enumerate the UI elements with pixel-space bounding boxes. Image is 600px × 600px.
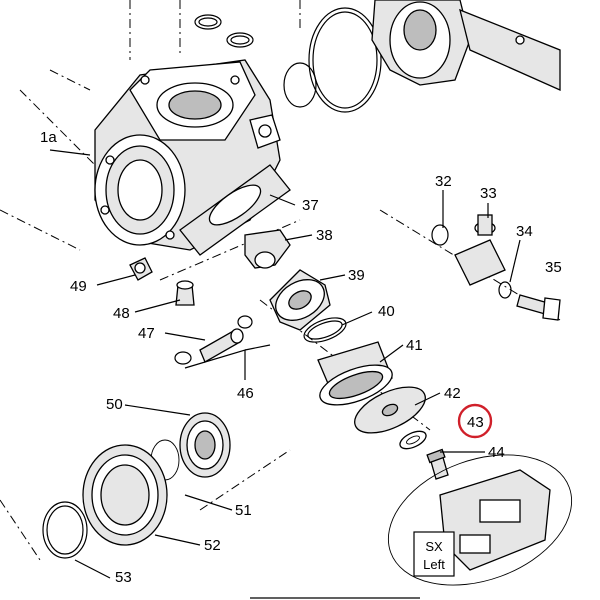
label-50: 50 (106, 396, 123, 413)
part-40-oring (303, 317, 347, 343)
leader-lines (49, 149, 521, 579)
part-43-washer (399, 430, 427, 450)
label-48: 48 (113, 305, 130, 322)
label-34: 34 (516, 223, 533, 240)
side-legend-box: SX Left (413, 531, 455, 577)
label-40: 40 (378, 303, 395, 320)
side-label-sx: SX (425, 539, 443, 554)
parts-46-49-small (129, 257, 253, 365)
parts-50-51-bearing (150, 412, 231, 481)
label-41: 41 (406, 337, 423, 354)
part-41-liner (317, 341, 393, 406)
part-39-piston (269, 269, 331, 331)
label-37: 37 (302, 197, 319, 214)
pump-housing (94, 59, 281, 251)
label-46: 46 (237, 385, 254, 402)
left-side-detail (387, 454, 573, 586)
label-32: 32 (435, 173, 452, 190)
label-52: 52 (204, 537, 221, 554)
part-labels: 1a 32 33 34 35 37 38 39 40 41 42 43 44 4… (40, 129, 562, 586)
label-49: 49 (70, 278, 87, 295)
side-label-left: Left (423, 557, 445, 572)
part-44-screw (426, 448, 449, 480)
part-52-bearing (82, 444, 168, 546)
label-44: 44 (488, 444, 505, 461)
label-33: 33 (480, 185, 497, 202)
label-35: 35 (545, 259, 562, 276)
label-1a: 1a (40, 129, 57, 146)
label-47: 47 (138, 325, 155, 342)
part-37-gasket (179, 164, 291, 256)
label-39: 39 (348, 267, 365, 284)
label-38: 38 (316, 227, 333, 244)
top-oring-group (194, 7, 382, 113)
label-51: 51 (235, 502, 252, 519)
part-53-seal (42, 501, 88, 559)
part-38-rod (244, 229, 291, 269)
parts-32-35-fittings (431, 214, 561, 321)
part-42-plate (354, 386, 426, 434)
label-42: 42 (444, 385, 461, 402)
bearing-cover-top (371, 0, 561, 92)
label-43: 43 (467, 414, 484, 431)
highlight-circle (457, 403, 493, 439)
label-53: 53 (115, 569, 132, 586)
